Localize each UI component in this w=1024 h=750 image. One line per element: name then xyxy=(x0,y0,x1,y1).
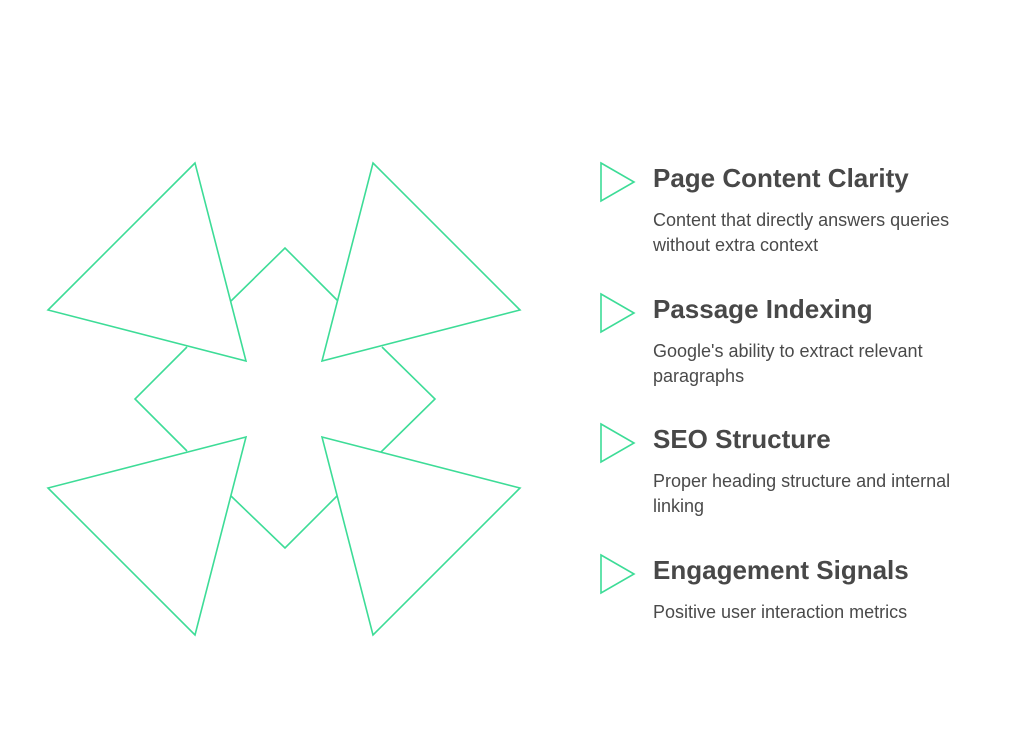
item-title: Engagement Signals xyxy=(653,555,909,585)
triangle-marker-icon xyxy=(600,161,636,203)
arrow-triangle-bottom-left xyxy=(46,435,248,637)
triangle-marker-icon xyxy=(600,553,636,595)
item-description: Proper heading structure and internal li… xyxy=(653,471,951,516)
item-title: SEO Structure xyxy=(653,424,831,454)
arrow-triangle-bottom-right xyxy=(320,435,522,637)
item-title: Page Content Clarity xyxy=(653,163,909,193)
item-description: Positive user interaction metrics xyxy=(653,602,908,622)
center-cross-top-segment xyxy=(230,246,339,302)
center-cross-bottom-segment xyxy=(230,495,338,550)
item-title: Passage Indexing xyxy=(653,294,873,324)
triangle-marker-icon xyxy=(600,422,636,464)
center-cross-right-segment xyxy=(380,346,437,453)
item-description: Content that directly answers queries wi… xyxy=(653,210,950,255)
center-cross-left-segment xyxy=(133,346,188,452)
arrow-triangle-top-right xyxy=(320,161,522,363)
item-description: Google's ability to extract relevant par… xyxy=(653,341,923,386)
converging-arrows-diagram xyxy=(46,161,522,637)
arrow-triangle-top-left xyxy=(46,161,248,363)
triangle-marker-icon xyxy=(600,292,636,334)
